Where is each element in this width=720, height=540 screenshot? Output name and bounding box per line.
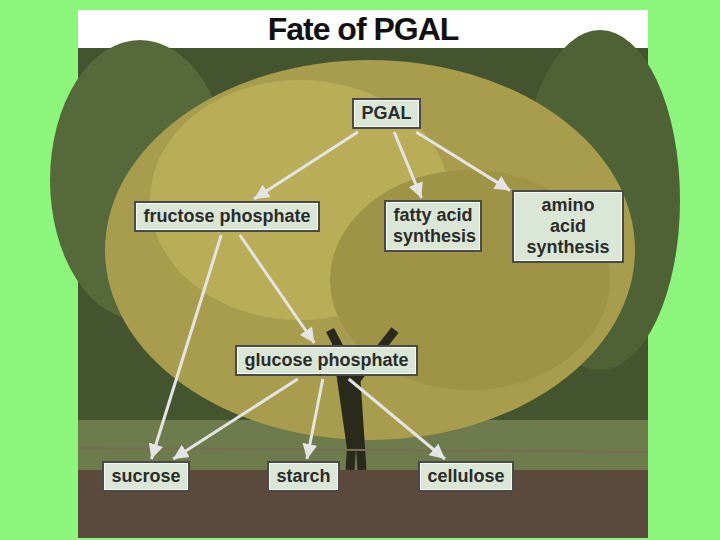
fence	[78, 448, 648, 452]
process-box: glucose phosphate	[235, 345, 418, 376]
product-box: starch	[267, 461, 340, 492]
node-label: PGAL	[361, 103, 412, 124]
node-label: fructose phosphate	[143, 206, 311, 227]
product-box: sucrose	[102, 461, 190, 492]
node-label: cellulose	[427, 466, 505, 487]
arrow-connector	[151, 235, 221, 459]
arrow-connector	[349, 379, 445, 459]
source-box: PGAL	[352, 98, 421, 129]
arrow-connector	[394, 132, 421, 198]
arrow-connector	[307, 379, 323, 459]
process-box: amino acid synthesis	[512, 190, 624, 263]
arrow-connector	[173, 379, 297, 459]
node-label: starch	[276, 466, 331, 487]
arrow-connector	[254, 132, 358, 199]
process-box: fructose phosphate	[134, 201, 320, 232]
title: Fate of PGAL	[78, 10, 648, 48]
process-box: fatty acid synthesis	[384, 200, 482, 252]
node-label: sucrose	[111, 466, 181, 487]
title-bar	[78, 10, 648, 48]
arrow-connector	[240, 235, 315, 343]
node-label: glucose phosphate	[244, 350, 409, 371]
arrow-connector	[416, 132, 510, 190]
node-label: fatty acid synthesis	[393, 205, 473, 247]
tree-crown	[105, 60, 635, 440]
product-box: cellulose	[418, 461, 514, 492]
node-label: amino acid synthesis	[521, 195, 615, 258]
